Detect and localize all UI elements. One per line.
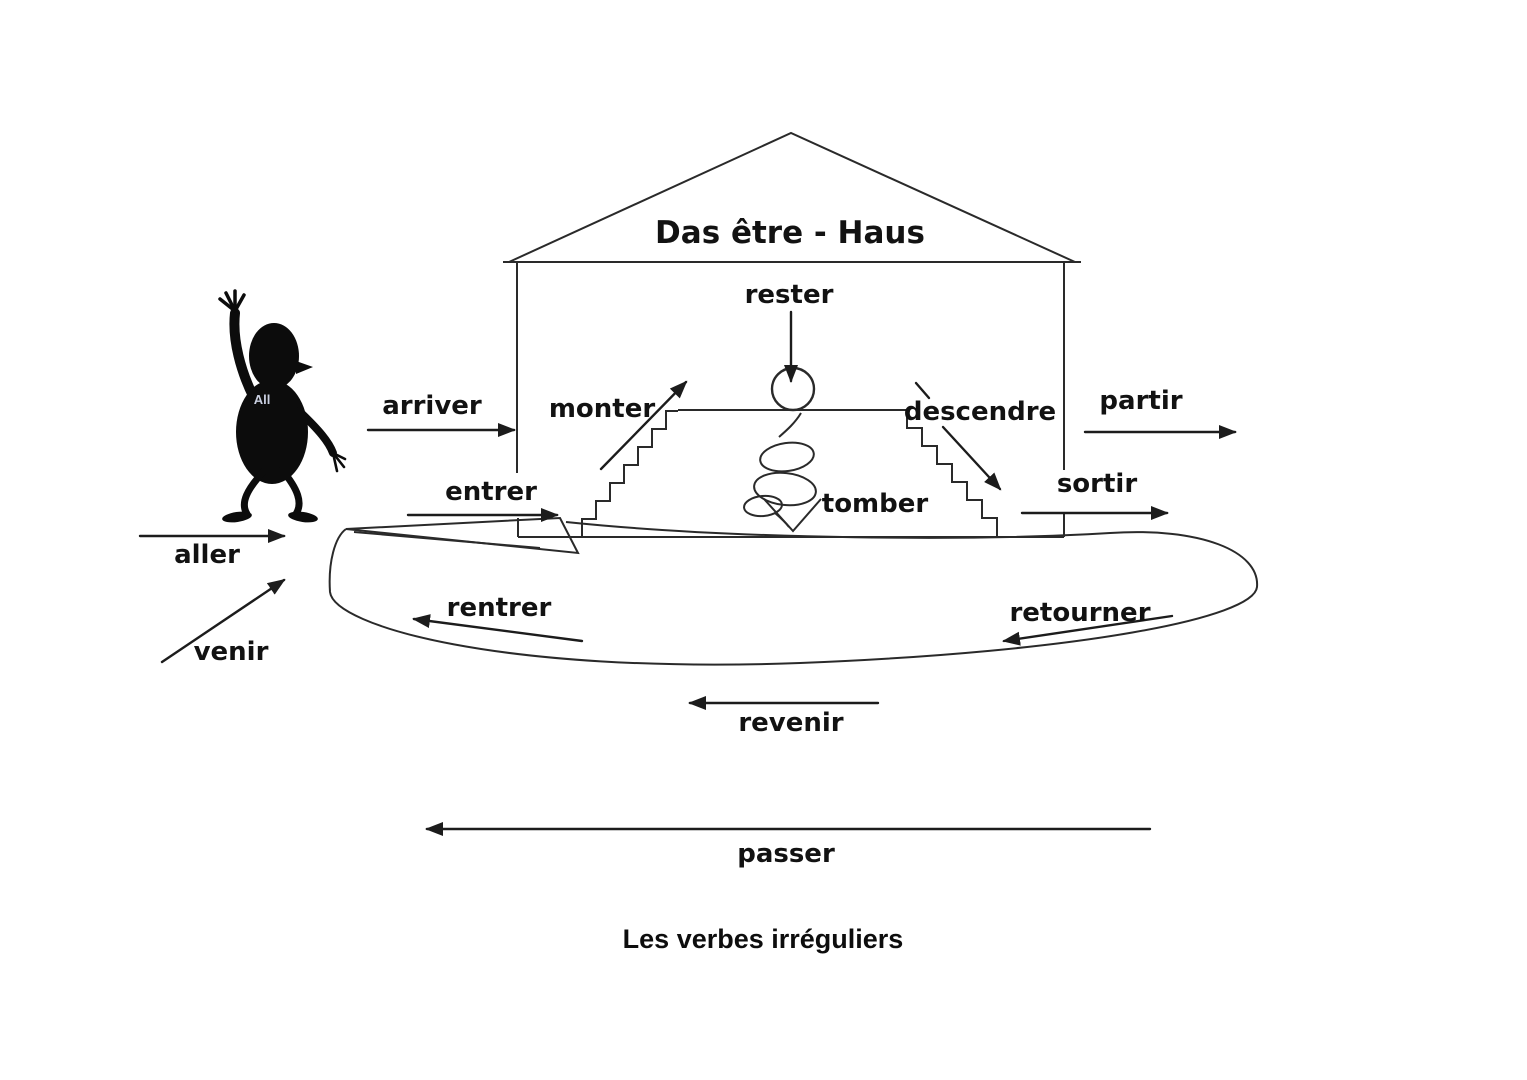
spiral-loop-3 (743, 494, 783, 518)
person-head (249, 323, 299, 389)
diagram-caption: Les verbes irréguliers (623, 924, 904, 954)
person-left-arm (229, 308, 259, 403)
rester-group (770, 310, 816, 412)
verb-label-monter: monter (549, 394, 656, 424)
staying-person-circle (770, 366, 816, 412)
spiral-entry-stroke (778, 412, 802, 438)
movement-arrows (138, 380, 1237, 836)
verb-label-venir: venir (194, 637, 269, 667)
person-chest-text: All (254, 392, 271, 407)
house-outline (503, 131, 1081, 538)
right-stairs (906, 410, 998, 537)
loop-pointer (345, 516, 580, 555)
verb-label-descendre: descendre (904, 397, 1056, 427)
arrow-descendre-tail (914, 381, 931, 400)
verb-label-entrer: entrer (445, 477, 537, 507)
cap-brim (296, 361, 313, 374)
arrow-retourner (1002, 614, 1174, 646)
person-left-leg (240, 466, 269, 518)
person-right-foot (288, 511, 318, 523)
verb-label-arriver: arriver (382, 391, 482, 421)
person-torso (236, 380, 308, 484)
verb-label-passer: passer (737, 839, 835, 869)
labels: Das être - Haus rester monter descendre … (174, 215, 1183, 954)
roof (508, 131, 1076, 263)
verb-label-partir: partir (1099, 386, 1182, 416)
person-figure: All (218, 289, 347, 523)
verb-label-revenir: revenir (738, 708, 843, 738)
loop-pointer-fold (353, 531, 541, 549)
verb-label-aller: aller (174, 540, 240, 570)
verb-label-rentrer: rentrer (447, 593, 552, 623)
person-right-hand (331, 451, 347, 473)
arrow-monter (599, 380, 688, 471)
person-left-foot (222, 511, 252, 523)
tomber-arrowhead (763, 498, 822, 533)
verb-label-tomber: tomber (822, 489, 929, 519)
person-left-hand (218, 289, 246, 313)
arrow-descendre (941, 425, 1002, 491)
person-right-arm (295, 407, 337, 457)
arrow-rentrer (412, 614, 584, 643)
verb-label-sortir: sortir (1057, 469, 1138, 499)
spiral-loop-2 (753, 471, 817, 507)
verb-label-retourner: retourner (1009, 598, 1150, 628)
return-loop (328, 516, 1259, 666)
tomber-spiral (743, 412, 822, 533)
spiral-loop-1 (759, 441, 815, 473)
verb-label-rester: rester (745, 280, 834, 310)
left-stairs (581, 410, 678, 537)
house-title: Das être - Haus (655, 215, 925, 251)
person-right-leg (278, 466, 303, 518)
arrow-venir (160, 578, 286, 664)
